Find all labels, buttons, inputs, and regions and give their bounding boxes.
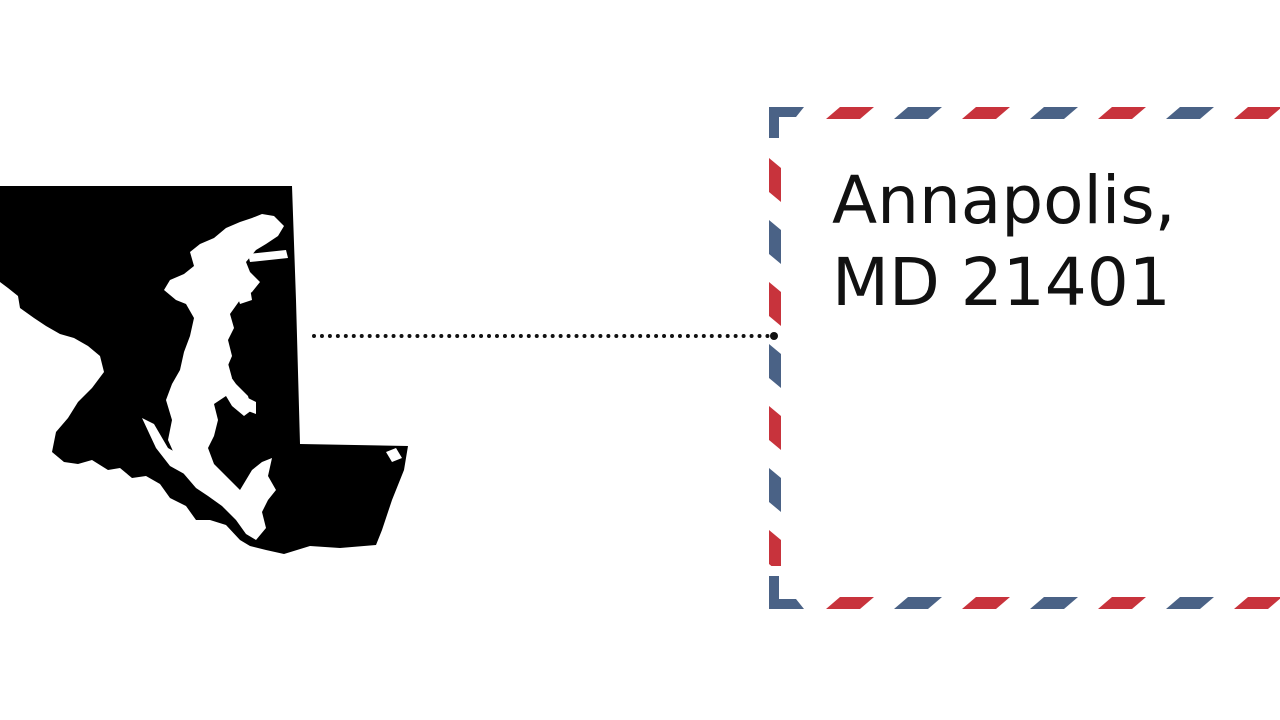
- envelope-bottom-stripes: [820, 596, 1280, 610]
- envelope-top-stripes: [820, 106, 1280, 120]
- envelope-corner-top-left: [769, 107, 804, 138]
- address-block: Annapolis, MD 21401: [832, 160, 1272, 324]
- bay-inlet-3: [206, 346, 232, 382]
- bay-inlet-6: [236, 288, 252, 304]
- bay-inlet-5: [386, 448, 402, 462]
- envelope-corner-bottom-left: [769, 576, 804, 609]
- bay-inlet-4: [236, 392, 256, 414]
- dotted-connector-line: [312, 334, 778, 338]
- airmail-envelope-frame: [768, 106, 1280, 610]
- bay-inlet-2: [142, 418, 196, 476]
- envelope-left-stripes: [768, 150, 782, 566]
- address-city: Annapolis,: [832, 162, 1176, 239]
- bay-inlet-1: [248, 250, 288, 262]
- address-state-zip: MD 21401: [832, 244, 1171, 321]
